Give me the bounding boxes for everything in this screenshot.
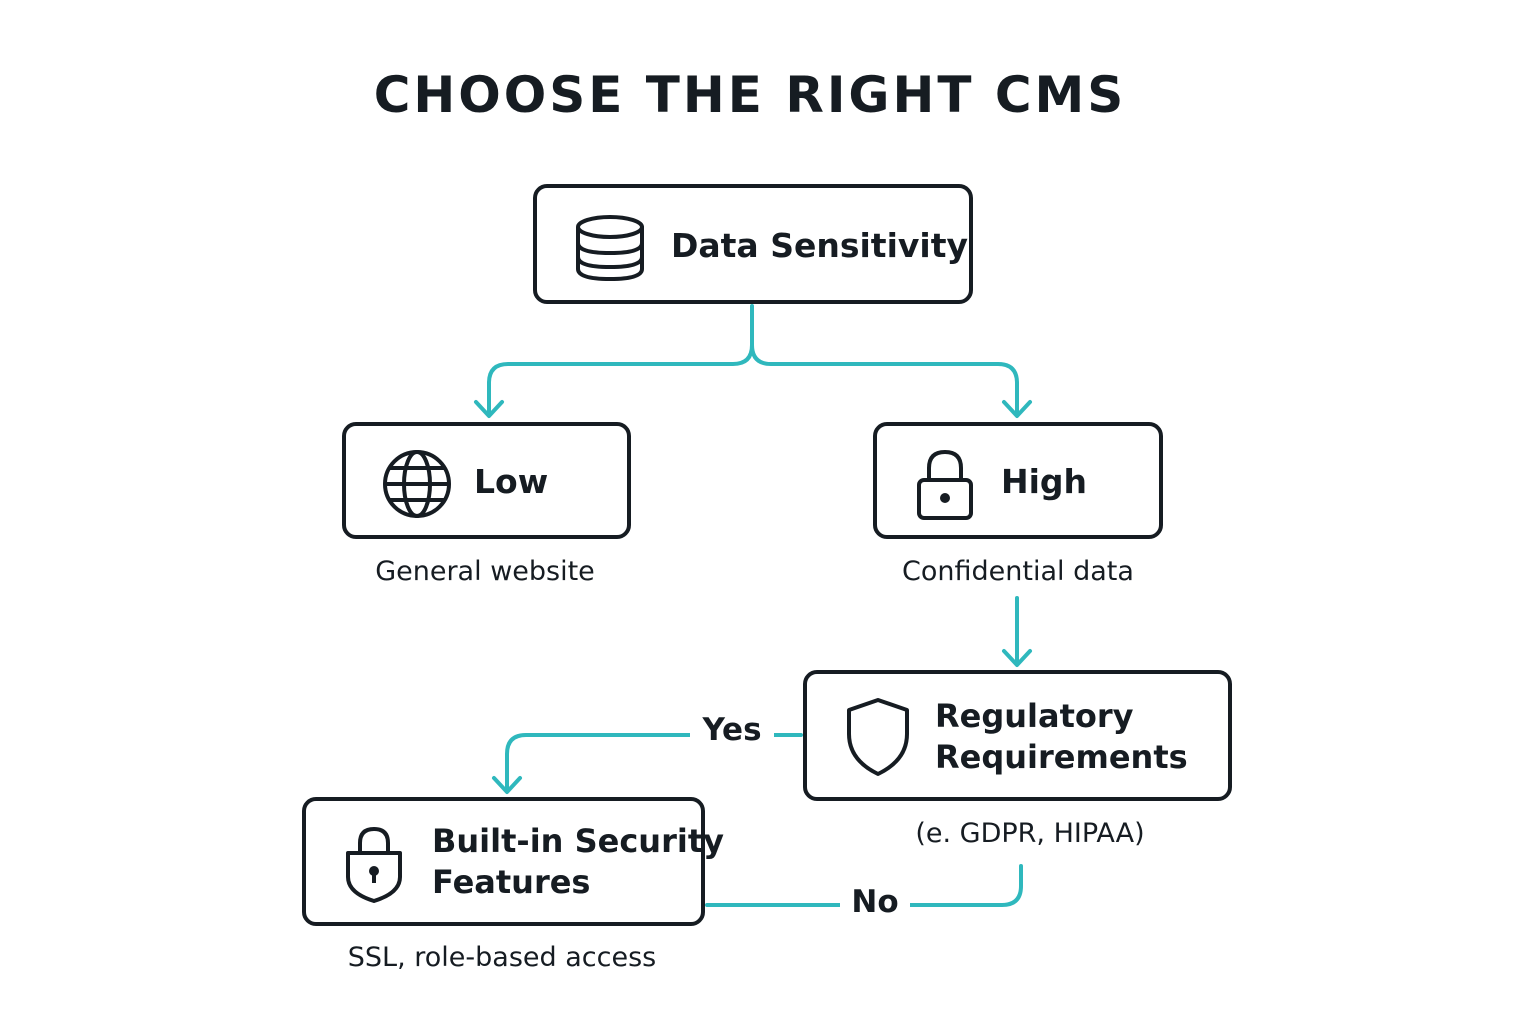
caption-low: General website <box>375 556 595 587</box>
database-icon <box>576 215 644 282</box>
caption-high: Confidential data <box>902 556 1134 587</box>
connector-root-to-low <box>487 304 754 416</box>
caption-security: SSL, role-based access <box>347 942 657 973</box>
edge-label-no: No <box>840 884 910 920</box>
diagram-title: CHOOSE THE RIGHT CMS <box>373 66 1127 124</box>
caption-regulatory: (e. GDPR, HIPAA) <box>915 818 1145 849</box>
node-low: Low <box>342 422 631 539</box>
connector-regulatory-to-security-no <box>705 864 1023 907</box>
arrowhead-security <box>492 776 522 794</box>
globe-icon <box>383 450 451 518</box>
connector-root-to-high <box>750 343 1019 416</box>
node-label: High <box>1001 462 1088 501</box>
shield-lock-icon <box>346 827 402 903</box>
shield-icon <box>847 698 909 776</box>
node-label-line: Requirements <box>935 738 1188 776</box>
node-regulatory: Regulatory Requirements <box>803 670 1232 801</box>
node-label: Low <box>474 462 549 501</box>
node-security: Built-in Security Features <box>302 797 724 926</box>
node-data-sensitivity: Data Sensitivity <box>533 184 973 304</box>
node-label-line: Regulatory <box>935 697 1134 735</box>
node-high: High <box>873 422 1163 539</box>
node-label: Built-in Security Features <box>432 821 724 903</box>
node-label-line: Features <box>432 863 591 901</box>
node-label: Regulatory Requirements <box>935 696 1188 778</box>
lock-icon <box>917 449 973 520</box>
node-label-line: Built-in Security <box>432 822 724 860</box>
arrowhead-low <box>474 400 504 418</box>
arrowhead-regulatory <box>1002 649 1032 667</box>
arrowhead-high <box>1002 400 1032 418</box>
connector-regulatory-to-security-yes <box>505 733 803 792</box>
edge-label-yes: Yes <box>690 712 774 748</box>
node-label: Data Sensitivity <box>671 226 968 265</box>
